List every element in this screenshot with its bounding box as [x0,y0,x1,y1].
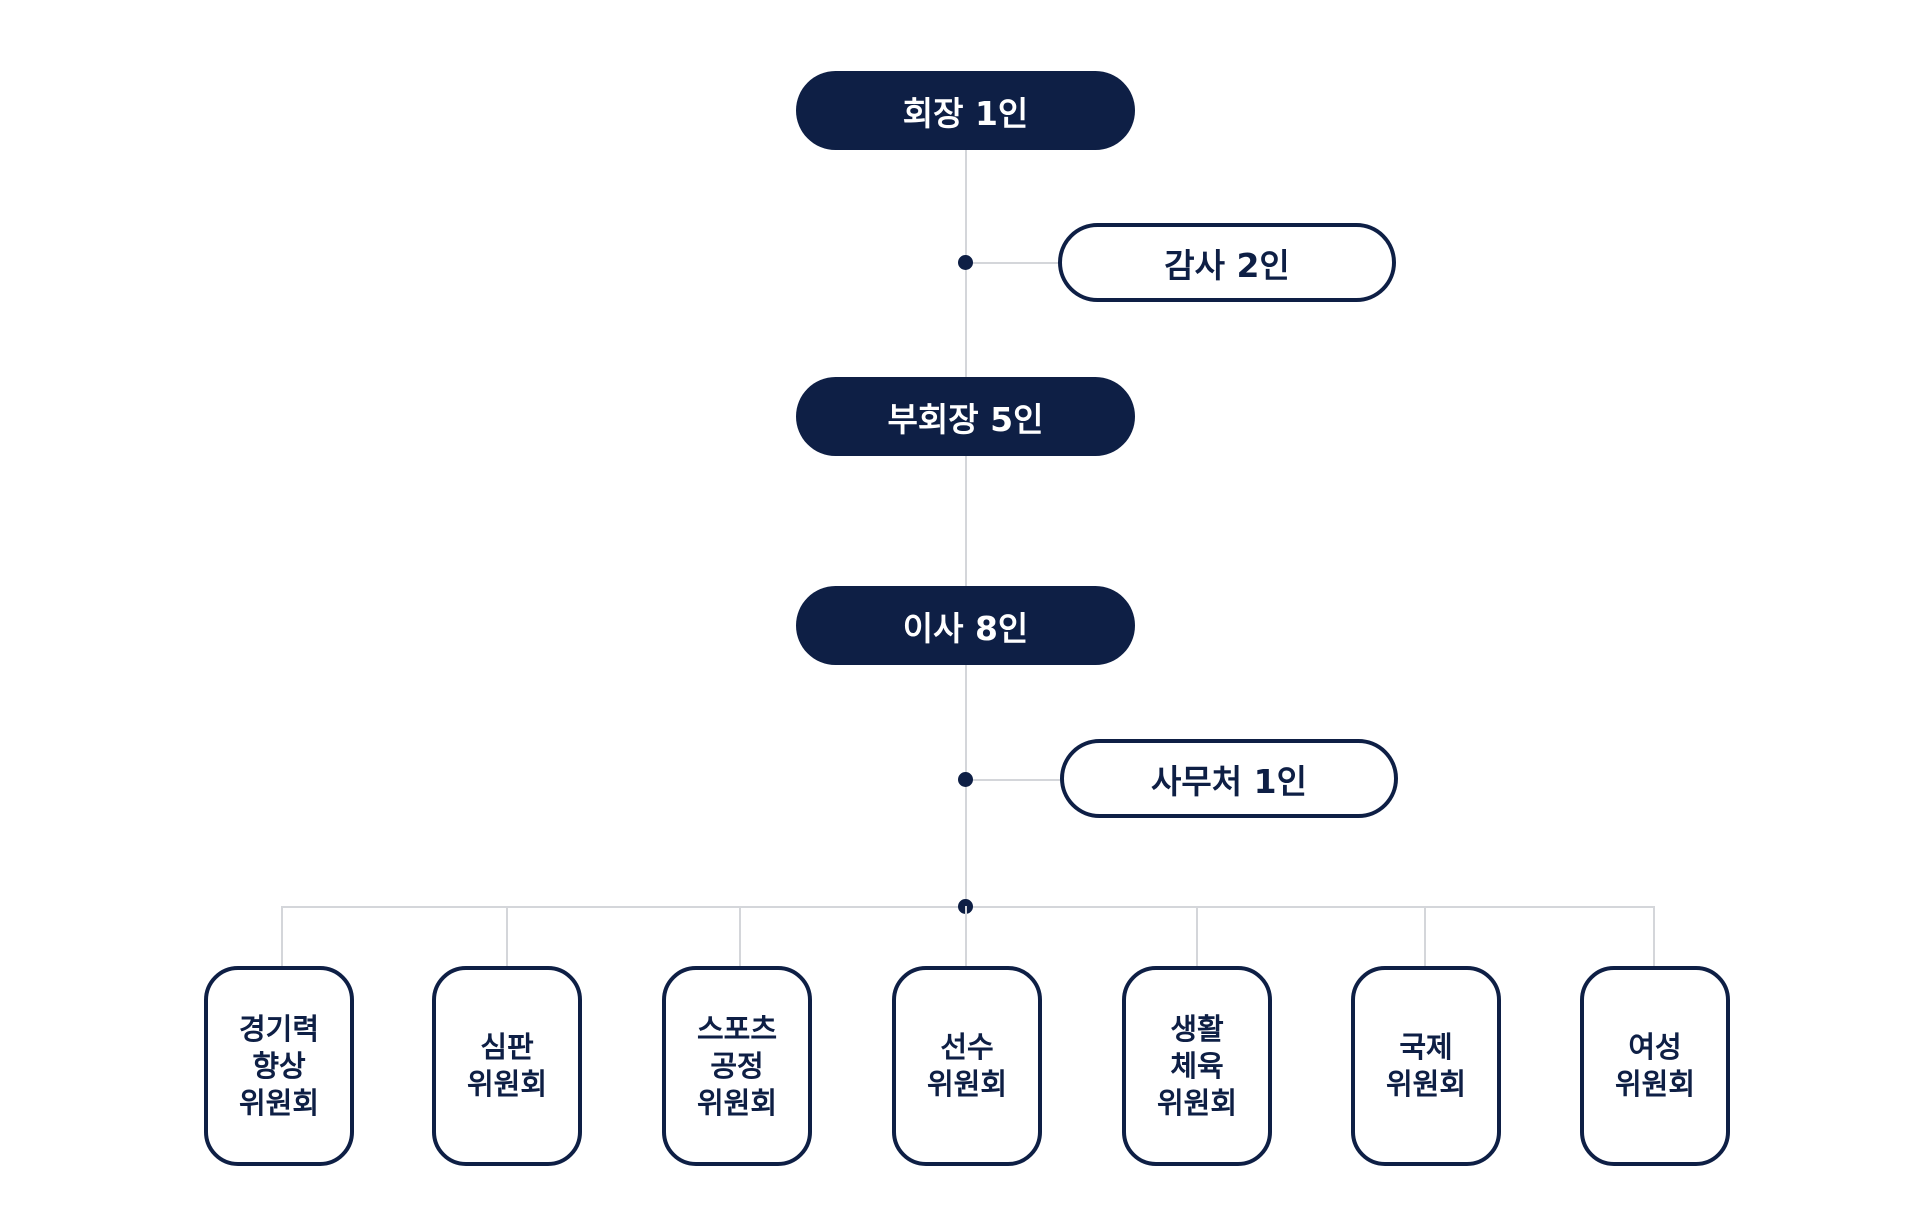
committee-drop-line [281,906,283,968]
committee-label-line: 경기력 [238,1011,320,1046]
main-spine-line [965,150,967,910]
committee-label-line: 스포츠 [696,1011,778,1046]
committee-sports-for-all: 생활 체육 위원회 [1122,966,1272,1166]
committee-label-line: 향상 [252,1048,306,1083]
auditors-node: 감사 2인 [1058,223,1396,302]
committee-sports-fairness: 스포츠 공정 위원회 [662,966,812,1166]
committee-label-line: 생활 [1170,1011,1224,1046]
secretariat-branch-line [966,779,1066,781]
committee-label-line: 위원회 [466,1067,548,1101]
committee-label-line: 위원회 [1156,1085,1238,1120]
committee-label-line: 위원회 [238,1085,320,1120]
committee-label-line: 위원회 [696,1085,778,1120]
committee-referee: 심판 위원회 [432,966,582,1166]
committee-label-line: 여성 [1628,1030,1682,1064]
committee-drop-line [506,906,508,968]
president-node: 회장 1인 [796,71,1135,150]
committee-label-line: 위원회 [1614,1067,1696,1101]
committee-women: 여성 위원회 [1580,966,1730,1166]
committee-competitive-performance: 경기력 향상 위원회 [204,966,354,1166]
committee-label-line: 위원회 [926,1067,1008,1101]
auditor-junction-dot [958,255,973,270]
committee-international: 국제 위원회 [1351,966,1501,1166]
vice-presidents-node: 부회장 5인 [796,377,1135,456]
committee-drop-line [1653,906,1655,968]
committee-label-line: 국제 [1399,1030,1453,1064]
secretariat-node: 사무처 1인 [1060,739,1398,818]
committee-drop-line [965,906,967,968]
committee-label-line: 선수 [940,1030,994,1064]
auditor-branch-line [966,262,1066,264]
committee-label-line: 심판 [480,1030,534,1064]
committee-drop-line [739,906,741,968]
committee-label-line: 위원회 [1385,1067,1467,1101]
committee-drop-line [1196,906,1198,968]
secretariat-junction-dot [958,772,973,787]
committee-label-line: 공정 [710,1048,764,1083]
directors-node: 이사 8인 [796,586,1135,665]
committee-drop-line [1424,906,1426,968]
committee-label-line: 체육 [1170,1048,1224,1083]
committee-athletes: 선수 위원회 [892,966,1042,1166]
